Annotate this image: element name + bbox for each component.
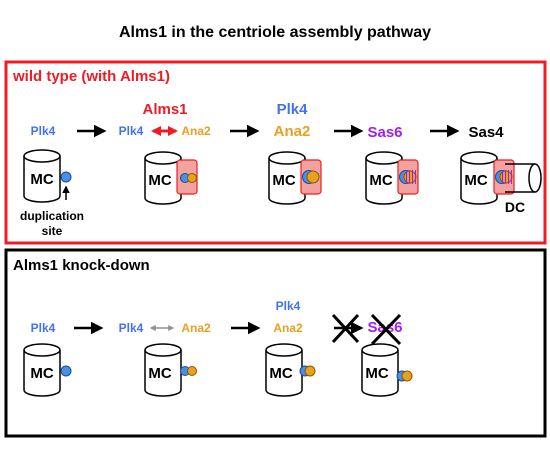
wt-step5-sas6-cartwheel: [500, 170, 512, 184]
kd-step1-plk4-dot: [60, 365, 72, 377]
wt-step3-ana2-dot: [306, 170, 320, 184]
wt-step3-mother-centriole: [268, 151, 306, 205]
kd-step4-mother-centriole: [361, 343, 399, 397]
wt-step2-mother-centriole: [144, 151, 182, 205]
wt-step4-sas6-label: Sas6: [367, 124, 402, 141]
kd-step3-ana2-dot: [304, 365, 316, 377]
kd-step4-mc-label: MC: [365, 365, 388, 382]
wt-step4-mother-centriole: [365, 151, 403, 205]
kd-step3-plk4-label: Plk4: [276, 299, 301, 313]
wt-step2-alms1-label: Alms1: [142, 101, 187, 118]
wt-step3-ana2-label: Ana2: [274, 123, 311, 140]
wt-step4-mc-label: MC: [369, 172, 392, 189]
kd-step3-mother-centriole: [265, 343, 303, 397]
wt-duplication-site-dot: [60, 171, 72, 183]
wt-step3-mc-label: MC: [272, 172, 295, 189]
wt-step4-sas6-cartwheel: [404, 170, 416, 184]
diagram-title: Alms1 in the centriole assembly pathway: [119, 24, 431, 41]
wt-step1-mother-centriole: [23, 149, 61, 203]
wt-step5-daughter-centriole: [505, 163, 542, 193]
wild-type-panel: [4, 60, 547, 245]
kd-step2-mother-centriole: [144, 343, 182, 397]
wt-step5-sas4-label: Sas4: [468, 124, 504, 141]
kd-step3-ana2-label: Ana2: [273, 321, 303, 335]
wt-step2-plk4-label: Plk4: [119, 124, 144, 138]
wt-step2-ana2-dot: [187, 173, 197, 183]
kd-step2-plk4-label: Plk4: [119, 321, 144, 335]
knockdown-panel-label: Alms1 knock-down: [13, 257, 150, 274]
wt-step5-mc-label: MC: [464, 172, 487, 189]
kd-step2-ana2-label: Ana2: [181, 321, 211, 335]
wt-step2-ana2-label: Ana2: [181, 124, 211, 138]
kd-step2-mc-label: MC: [148, 365, 171, 382]
kd-step4-ana2-dot: [401, 370, 413, 382]
wt-duplication-label-line2: site: [42, 224, 63, 238]
kd-block-cross-sas6-icon: [370, 313, 402, 346]
wild-type-panel-label: wild type (with Alms1): [12, 68, 170, 85]
kd-step2-ana2-dot: [187, 366, 197, 376]
kd-step3-mc-label: MC: [269, 365, 292, 382]
wt-duplication-label-line1: duplication: [20, 209, 84, 223]
knockdown-panel: [4, 248, 547, 438]
kd-step1-mother-centriole: [23, 343, 61, 397]
kd-block-cross-arrow-icon: [331, 313, 360, 344]
wt-step1-mc-label: MC: [30, 171, 53, 188]
wt-step3-plk4-label: Plk4: [277, 101, 309, 118]
wt-step1-plk4-label: Plk4: [31, 124, 56, 138]
kd-step1-mc-label: MC: [30, 365, 53, 382]
wt-step5-dc-label: DC: [505, 199, 525, 215]
wt-step5-mother-centriole: [460, 151, 498, 205]
kd-step1-plk4-label: Plk4: [31, 321, 56, 335]
wt-step2-mc-label: MC: [148, 172, 171, 189]
